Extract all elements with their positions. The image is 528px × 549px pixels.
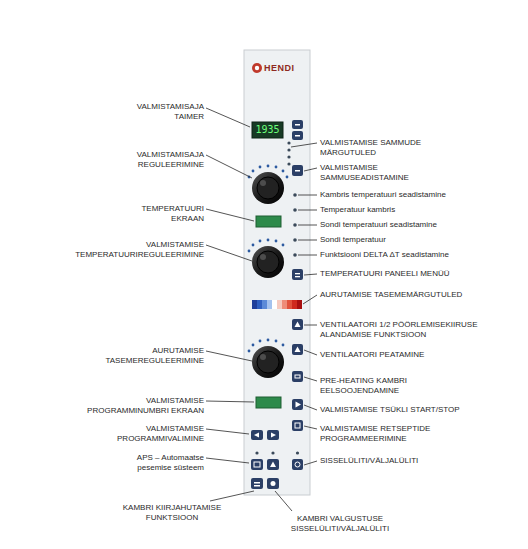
callout-label: Temperatuur kambris <box>320 205 520 215</box>
callout-label: AURUTAMISE TASEMEMÄRGUTULED <box>320 290 520 300</box>
callout-label: AURUTAMISE TASEMEREGULEERIMINE <box>84 346 204 365</box>
callout-label: Sondi temperatuuri seadistamine <box>320 220 520 230</box>
button <box>251 459 279 489</box>
callout-label: VALMISTAMISAJA REGULEERIMINE <box>124 150 204 169</box>
timer-display <box>252 122 283 138</box>
callout-label: TEMPERATUURI PANEELI MENÜÜ <box>320 269 520 279</box>
indicator-light <box>255 451 299 454</box>
callout-label: VALMISTAMISE PROGRAMMINUMBRI EKRAAN <box>74 396 204 415</box>
callout-label: KAMBRI VALGUSTUSE SISSELÜLITI/VÄLJALÜLIT… <box>270 514 410 533</box>
display-digits: 1935 <box>253 124 283 136</box>
rotary-knob <box>252 346 284 378</box>
temperature-display <box>256 216 281 227</box>
callout-label: VENTILAATORI 1/2 PÖÖRLEMISEKIIRUSE ALAND… <box>320 320 515 339</box>
program-display <box>256 397 281 408</box>
brand-logo: HENDI <box>264 63 308 74</box>
callout-label: VALMISTAMISAJA TAIMER <box>124 102 204 121</box>
callout-label: Funktsiooni DELTA ΔT seadistamine <box>320 250 520 260</box>
button <box>292 269 303 280</box>
leader-line <box>206 108 317 511</box>
callout-label: APS – Automaatse pesemise süsteem <box>114 453 204 472</box>
indicator-light <box>287 141 290 165</box>
button <box>292 120 303 140</box>
button <box>292 165 303 176</box>
callout-label: VENTILAATORI PEATAMINE <box>320 350 520 360</box>
rotary-knob <box>252 172 284 204</box>
logo-mark <box>255 66 259 70</box>
callout-label: KAMBRI KIIRJAHUTAMISE FUNKTSIOON <box>111 503 233 522</box>
rotary-knob <box>252 246 284 278</box>
callout-label: Kambris temperatuuri seadistamine <box>320 190 520 200</box>
callout-label: PRE-HEATING KAMBRI EELSOOJENDAMINE <box>320 376 440 395</box>
steam-level-bar <box>252 300 302 309</box>
indicator-light <box>293 193 297 257</box>
button <box>251 430 279 440</box>
logo-mark <box>252 63 262 73</box>
callout-label: Sondi temperatuur <box>320 235 520 245</box>
callout-label: VALMISTAMISE RETSEPTIDE PROGRAMMEERIMINE <box>320 424 452 443</box>
callout-label: VALMISTAMISE PROGRAMMIVALIMINE <box>94 424 204 443</box>
callout-label: TEMPERATUURI EKRAAN <box>129 204 204 223</box>
callout-label: VALMISTAMISE SAMMUSEADISTAMINE <box>320 163 440 182</box>
callout-label: VALMISTAMISE TEMPERATUURIREGULEERIMINE <box>54 240 204 259</box>
callout-label: VALMISTAMISE SAMMUDE MÄRGUTULED <box>320 138 440 157</box>
button <box>292 319 303 470</box>
callout-label: SISSELÜLITI/VÄLJALÜLITI <box>320 456 520 466</box>
callout-label: VALMISTAMISE TSÜKLI START/STOP <box>320 405 520 415</box>
control-panel <box>244 50 310 495</box>
